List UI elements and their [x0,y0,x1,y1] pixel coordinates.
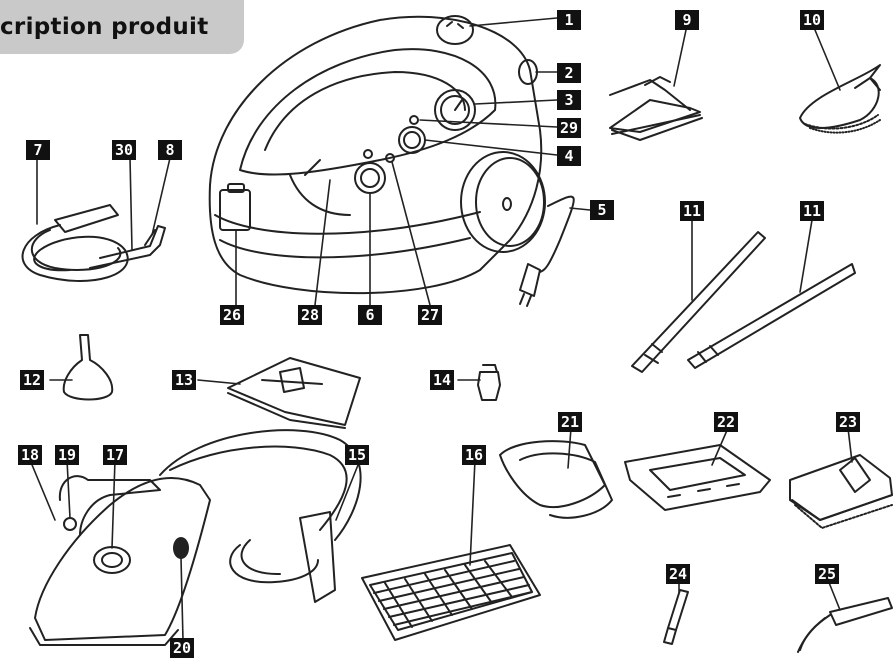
power-cord [519,195,575,307]
part-label-15: 15 [345,445,370,465]
part-label-10: 10 [800,10,825,30]
floor-brush [789,454,893,529]
part-label-12: 12 [20,370,45,390]
part-label-28: 28 [298,305,323,325]
part-label-23: 23 [836,412,861,432]
part-label-6: 6 [358,305,382,325]
part-label-27: 27 [418,305,443,325]
part-label-11a: 11 [680,201,705,221]
part-label-21: 21 [558,412,583,432]
pressure-gauge [434,89,476,131]
steam-dial [354,162,386,194]
title-tab [0,0,244,54]
indicator-light [385,153,395,163]
grid-tray [361,544,541,641]
window-squeegee [609,76,703,141]
thermostat-dial [398,126,426,154]
indicator-light [363,149,373,159]
funnel [62,334,114,401]
nozzle [477,364,501,401]
extension-tube [687,263,856,369]
part-label-22: 22 [714,412,739,432]
part-label-13: 13 [172,370,197,390]
part-label-9: 9 [675,10,699,30]
part-label-29: 29 [557,118,582,138]
part-label-1: 1 [557,10,581,30]
part-label-4: 4 [557,146,581,166]
part-label-5: 5 [590,200,614,220]
part-label-16: 16 [462,445,487,465]
part-label-20: 20 [170,638,195,658]
wheel [460,151,546,253]
part-label-19: 19 [55,445,80,465]
cloth-frame [624,444,771,511]
scrub-brush [799,64,881,134]
part-label-14: 14 [430,370,455,390]
part-label-8: 8 [158,140,182,160]
part-label-30: 30 [112,140,137,160]
indicator-light [409,115,419,125]
page-title: cription produit [0,14,209,40]
part-label-26: 26 [220,305,245,325]
angled-nozzle [797,597,893,653]
leader-lines [29,17,853,641]
part-label-17: 17 [103,445,128,465]
part-label-24: 24 [666,564,691,584]
part-label-11b: 11 [800,201,825,221]
part-label-3: 3 [557,90,581,110]
steam-cleaner-body [208,15,543,295]
part-label-25: 25 [815,564,840,584]
small-brush [663,589,689,645]
part-label-18: 18 [18,445,43,465]
part-label-2: 2 [557,63,581,83]
steam-hose [21,204,166,282]
floor-tool [227,357,361,429]
part-label-7: 7 [26,140,50,160]
extension-tube [631,231,766,373]
steam-iron [29,429,362,646]
top-knob [436,15,474,45]
cloth-covers [499,440,613,519]
